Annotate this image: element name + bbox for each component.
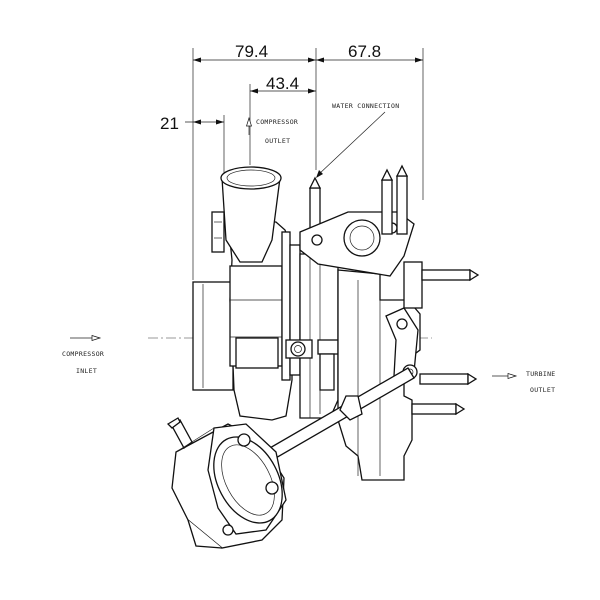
dimension-lines xyxy=(185,48,424,280)
compressor-outlet-label-line2: OUTLET xyxy=(265,137,290,145)
compressor-inlet-label-line1: COMPRESSOR xyxy=(62,350,104,358)
compressor-housing xyxy=(192,221,301,421)
turbine-outlet-arrow xyxy=(492,373,518,379)
water-connection-leader xyxy=(316,111,386,178)
compressor-inlet-label-line2: INLET xyxy=(76,367,97,375)
turbine-housing xyxy=(299,164,480,481)
compressor-outlet-label-line1: COMPRESSOR xyxy=(256,118,298,126)
dimension-43-4: 43.4 xyxy=(266,74,299,93)
compressor-outlet-tube xyxy=(211,166,282,263)
turbine-outlet-label-line2: OUTLET xyxy=(530,386,555,394)
water-connection-label: WATER CONNECTION xyxy=(332,102,399,110)
dimension-21: 21 xyxy=(160,114,179,133)
compressor-outlet-arrow xyxy=(246,116,252,135)
dimension-79-4: 79.4 xyxy=(235,42,268,61)
wastegate-actuator xyxy=(166,417,287,549)
center-housing xyxy=(285,176,339,419)
turbine-outlet-label-line1: TURBINE xyxy=(526,370,556,378)
compressor-inlet-arrow xyxy=(70,335,102,341)
dimension-67-8: 67.8 xyxy=(348,42,381,61)
